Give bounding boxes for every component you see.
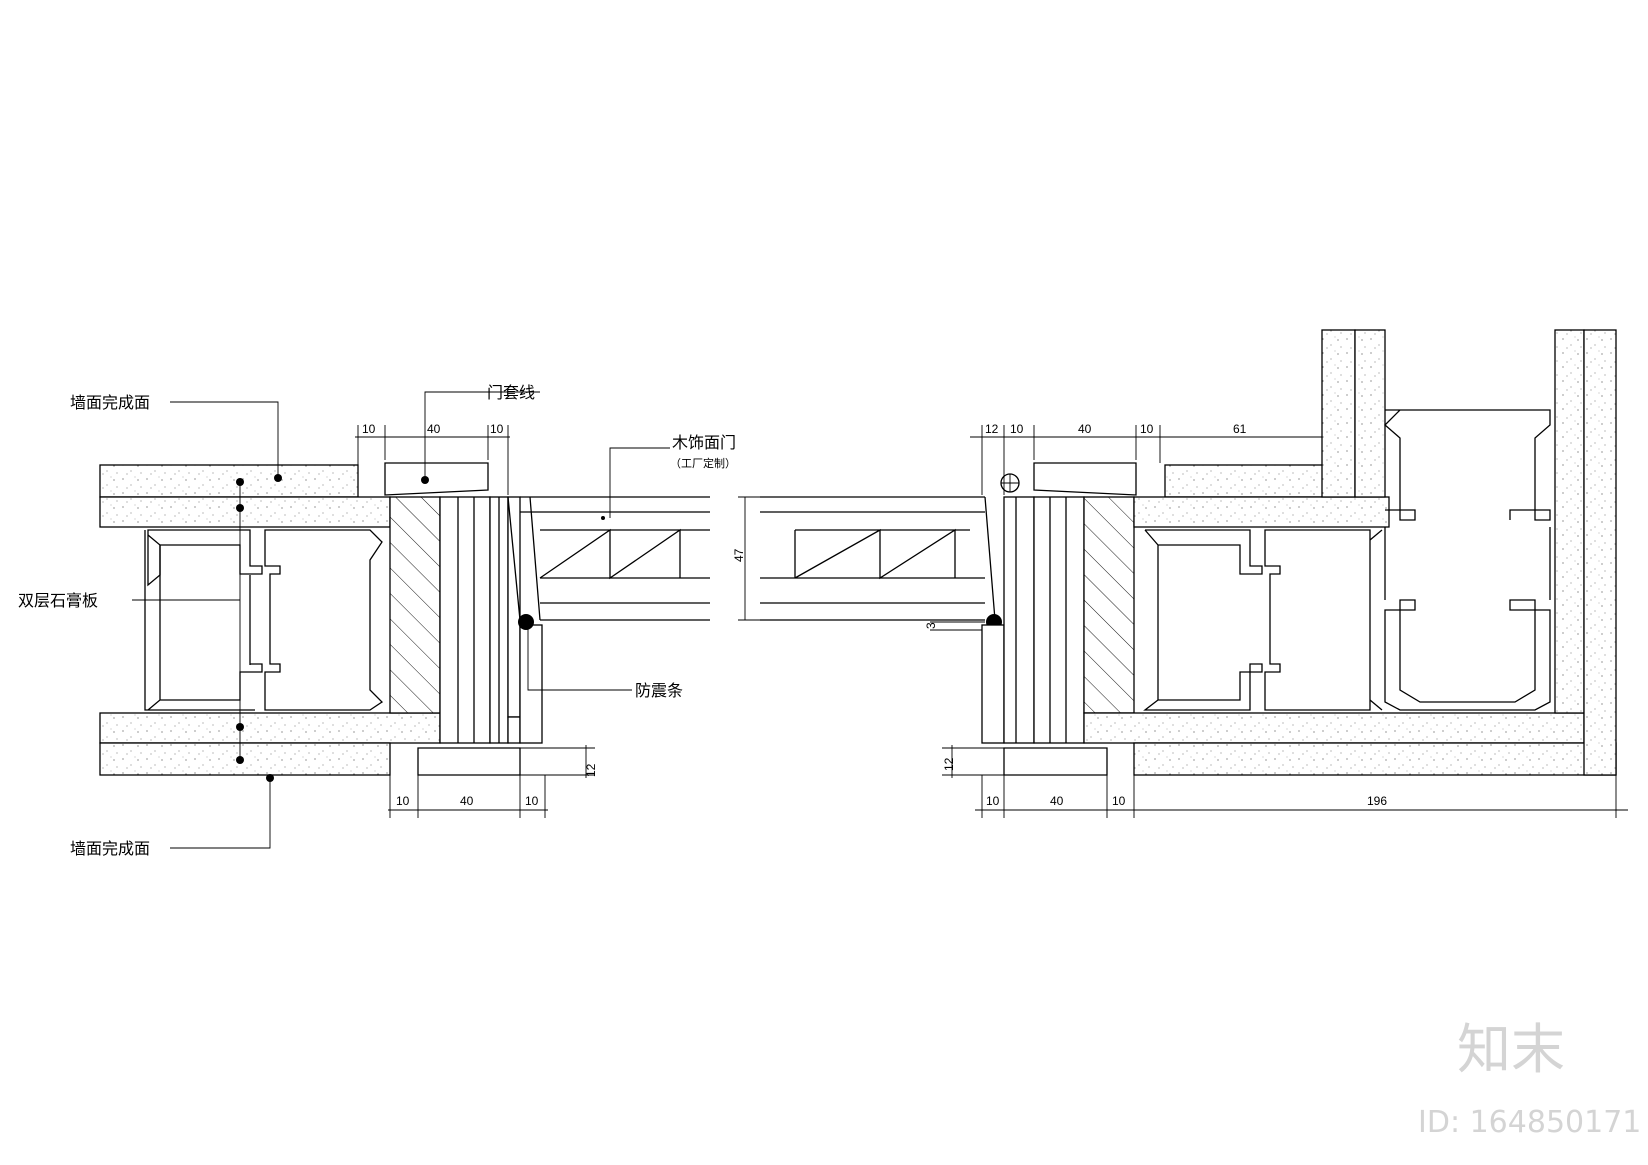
right-bottom-dim-3: 10	[1112, 794, 1126, 808]
left-bottom-dim-1: 10	[396, 794, 410, 808]
left-gypsum-top-outer	[99, 464, 359, 498]
left-frame-core	[439, 496, 491, 744]
left-frame-hatch	[389, 496, 441, 714]
right-bottom-dim-4: 196	[1367, 794, 1387, 808]
right-stud-2	[1264, 529, 1371, 711]
left-top-dim-2: 40	[427, 422, 441, 436]
right-stop	[981, 624, 1005, 744]
right-top-dims: 12 10 40 10 61	[970, 422, 1322, 495]
right-bottom-dim-2: 40	[1050, 794, 1064, 808]
left-stud-1	[147, 529, 263, 587]
left-top-dim-3: 10	[490, 422, 504, 436]
gap-dim: 3	[924, 622, 938, 629]
right-top-dim-4: 10	[1140, 422, 1154, 436]
left-door-leaf	[507, 496, 710, 621]
right-stud-4	[1384, 599, 1551, 711]
right-top-dim-5: 61	[1233, 422, 1247, 436]
right-gypsum-vert-d	[1583, 329, 1617, 776]
left-bottom-dim-2: 40	[460, 794, 474, 808]
right-top-dim-1: 12	[985, 422, 999, 436]
label-wall-finish-bottom: 墙面完成面	[70, 839, 150, 858]
label-wood-door-note: （工厂定制）	[670, 456, 736, 470]
label-anti-shock-strip: 防震条	[635, 681, 683, 700]
left-door-truss	[539, 528, 710, 580]
left-trim-top	[384, 462, 489, 496]
left-stop-low	[507, 716, 521, 744]
label-wood-door: 木饰面门	[672, 433, 736, 452]
right-gypsum-vert-b	[1354, 329, 1386, 498]
left-stud-1-body	[147, 534, 263, 711]
right-bottom-dims: 10 40 10 196 12	[942, 745, 1628, 818]
left-bottom-dims: 10 40 10 12	[388, 745, 598, 818]
right-stud-3	[1384, 409, 1551, 521]
right-door-leaf	[760, 496, 996, 621]
right-gypsum-vert-c	[1554, 329, 1585, 714]
left-stud-1-outline	[144, 530, 255, 711]
right-frame-hatch	[1083, 496, 1135, 714]
right-top-dim-3: 40	[1078, 422, 1092, 436]
right-frame-strip	[1003, 496, 1035, 744]
left-side-dim: 12	[584, 763, 598, 777]
right-gypsum-top-inner	[1133, 496, 1390, 528]
left-trim-bottom	[417, 747, 521, 776]
right-trim-top	[1033, 462, 1137, 496]
left-bottom-dim-3: 10	[525, 794, 539, 808]
left-anti-shock-strip	[518, 614, 534, 630]
door-thickness-dim: 47	[732, 548, 746, 562]
right-stud-1	[1143, 529, 1263, 711]
right-top-dim-2: 10	[1010, 422, 1024, 436]
left-section: 10 40 10 10 40 10 12 墙面完成面 门套线 木饰面门 （工厂	[18, 383, 736, 858]
watermark: 知末 ID: 164850171	[1418, 1018, 1641, 1140]
left-top-dims: 10 40 10	[355, 422, 510, 495]
left-stud-2	[264, 529, 384, 711]
right-gypsum-vert-a	[1321, 329, 1356, 498]
right-side-dim: 12	[942, 757, 956, 771]
left-top-dim-1: 10	[362, 422, 376, 436]
left-gypsum-bottom-inner	[99, 712, 441, 744]
right-gypsum-bottom-inner	[1083, 712, 1585, 744]
right-gypsum-bottom-outer	[1133, 742, 1617, 776]
left-gypsum-top-inner	[99, 496, 391, 528]
left-anti-shock-holder	[519, 624, 543, 744]
watermark-logo: 知末	[1457, 1018, 1565, 1081]
right-bottom-dim-1: 10	[986, 794, 1000, 808]
right-frame-core	[1033, 496, 1085, 744]
watermark-id: ID: 164850171	[1418, 1105, 1641, 1140]
label-wall-finish-top: 墙面完成面	[70, 393, 150, 412]
right-door-truss	[794, 528, 970, 580]
label-door-trim: 门套线	[487, 383, 535, 402]
right-section: 47 3	[732, 329, 1628, 818]
left-gypsum-bottom-outer	[99, 742, 391, 776]
right-trim-bottom	[1003, 747, 1108, 776]
label-double-gypsum: 双层石膏板	[18, 591, 98, 610]
